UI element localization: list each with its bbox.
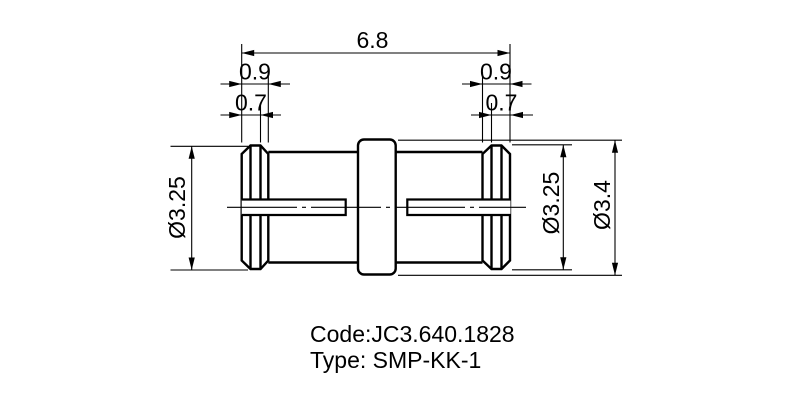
arrowhead-top [560,144,567,158]
arrowhead-left [229,111,242,119]
arrowhead-bottom [560,257,567,270]
arrowhead-bottom [188,257,195,270]
dim-label-left-step-inner: 0.7 [235,90,267,116]
dim-body-diameter-left: Ø3.25 [164,145,248,271]
arrowhead-top [611,140,619,153]
right-end-cap [481,144,512,271]
arrowhead-right [510,111,523,119]
footer-code-line: Code:JC3.640.1828 [310,321,515,347]
dim-label-flange-diameter: Ø3.4 [589,180,615,230]
dim-label-left-step-outer: 0.9 [239,59,271,85]
arrowhead-left [479,111,492,119]
dim-right-step-inner: 0.7 [471,90,533,143]
dim-label-right-step-outer: 0.9 [480,59,512,85]
dim-label-overall-length: 6.8 [357,27,389,53]
arrowhead-right [510,80,523,88]
arrowhead-top [188,146,195,159]
arrowhead-bottom [611,262,619,276]
arrowhead-left [470,80,483,88]
dim-label-right-step-inner: 0.7 [486,90,518,116]
dim-label-body-diameter-right: Ø3.25 [538,172,564,235]
left-end-cap [240,144,270,271]
dim-left-step-outer: 0.9 [220,59,290,143]
footer-type-line: Type: SMP-KK-1 [310,347,481,373]
footer-text-block: Code:JC3.640.1828 Type: SMP-KK-1 [310,321,515,373]
arrowhead-left [229,80,242,88]
dim-left-step-inner: 0.7 [220,90,281,143]
dim-label-body-diameter-left: Ø3.25 [164,176,190,239]
dim-body-diameter-right: Ø3.25 [512,144,572,271]
arrowhead-right [260,111,273,119]
dim-right-step-outer: 0.9 [462,59,532,143]
arrowhead-right [497,49,510,57]
dim-flange-diameter: Ø3.4 [398,139,622,276]
dim-overall-length: 6.8 [241,27,511,143]
arrowhead-right [268,80,281,88]
arrowhead-left [241,49,255,57]
